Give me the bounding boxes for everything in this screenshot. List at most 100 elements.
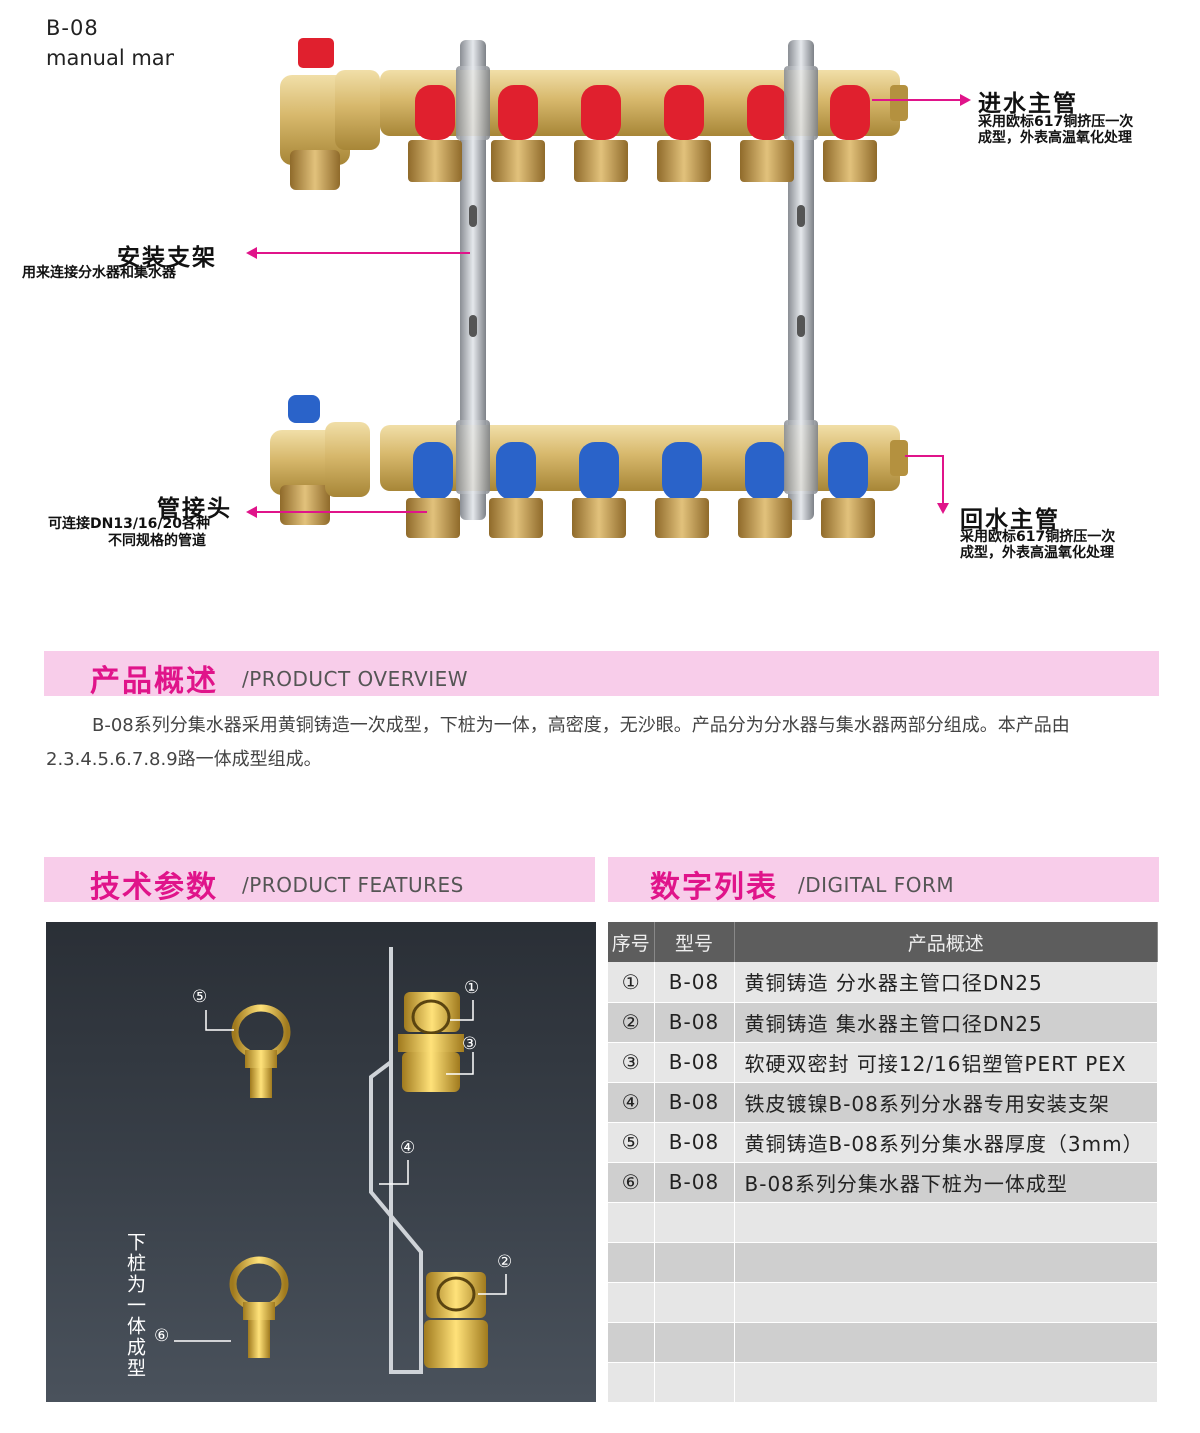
connector-arrow-line [257,511,427,513]
cell-model: B-08 [654,962,735,1003]
cell-no: ③ [608,1042,655,1083]
cell-no: ④ [608,1082,655,1123]
overview-title-cn: 产品概述 [90,664,218,699]
manifold-illustration [270,38,908,538]
cell-desc: B-08系列分集水器下桩为一体成型 [734,1162,1158,1203]
table-row [608,1362,1158,1403]
cell-desc [734,1242,1158,1283]
overview-band: 产品概述 /PRODUCT OVERVIEW [44,651,1159,699]
label-one-piece: 下桩为一体成型 [124,1232,146,1379]
table-header-row: 序号 型号 产品概述 [608,922,1158,962]
label-part-1: ① [464,978,480,998]
overview-text: B-08系列分集水器采用黄铜铸造一次成型，下桩为一体，高密度，无沙眼。产品分为分… [46,715,1070,770]
inlet-arrow-line [872,99,960,101]
bracket-arrow-line [257,252,470,254]
inlet-valves [408,85,877,182]
connector-callout-line2: 不同规格的管道 [108,533,206,549]
cell-no [608,1202,655,1243]
return-callout-line1: 采用欧标617铜挤压一次 [960,529,1116,545]
part-2-assembly [424,1272,488,1368]
inlet-callout-line2: 成型，外表高温氧化处理 [978,130,1132,146]
cell-model: B-08 [654,1042,735,1083]
cell-model [654,1362,735,1403]
cell-desc: 软硬双密封 可接12/16铝塑管PERT PEX [734,1042,1158,1083]
cell-desc: 黄铜铸造B-08系列分集水器厚度（3mm） [734,1122,1158,1163]
bracket-callout-title: 安装支架 [117,245,217,271]
cell-model: B-08 [654,1162,735,1203]
part-1-3-assembly [398,992,464,1092]
label-part-5: ⑤ [192,987,208,1007]
cell-model [654,1202,735,1243]
bracket-right [788,40,814,520]
features-band: 技术参数 /PRODUCT FEATURES [44,857,595,905]
cell-model [654,1322,735,1363]
bracket-left [460,40,486,520]
inlet-callout-line1: 采用欧标617铜挤压一次 [978,114,1134,130]
header-no: 序号 [608,922,655,962]
connector-callout-title: 管接头 [157,496,232,522]
inlet-arrow-head [960,94,971,106]
return-arrow-line-v [942,455,944,503]
table-row [608,1242,1158,1283]
model-subtitle: manual manifold [46,46,174,70]
model-code: B-08 [46,16,99,40]
inlet-callout-title: 进水主管 [978,91,1078,117]
features-title-en: /PRODUCT FEATURES [242,873,464,897]
label-part-3: ③ [462,1034,478,1054]
cell-desc: 黄铜铸造 分水器主管口径DN25 [734,962,1158,1003]
cell-no [608,1322,655,1363]
return-callout-title: 回水主管 [960,507,1060,533]
bracket-arrow-head [246,247,257,259]
cell-desc [734,1202,1158,1243]
overview-title-en: /PRODUCT OVERVIEW [242,667,469,691]
cell-model: B-08 [654,1082,735,1123]
cell-model: B-08 [654,1122,735,1163]
cell-model: B-08 [654,1002,735,1043]
cell-desc: 黄铜铸造 集水器主管口径DN25 [734,1002,1158,1043]
cell-model [654,1242,735,1283]
features-diagram [174,947,507,1374]
part-5-ring [231,1004,291,1098]
return-arrow-head [937,503,949,514]
return-valves [406,442,875,538]
table-row [608,1282,1158,1323]
header-model: 型号 [654,922,735,962]
features-panel: ⑤ ① ③ ④ ② ⑥ 下桩为一体成型 [46,922,596,1402]
cell-model [654,1282,735,1323]
cell-no: ⑥ [608,1162,655,1203]
digital-title-cn: 数字列表 [650,870,778,905]
cell-desc [734,1282,1158,1323]
cell-no: ⑤ [608,1122,655,1163]
part-6-ring [229,1256,289,1358]
features-title-cn: 技术参数 [90,870,218,905]
cell-no: ② [608,1002,655,1043]
cell-no [608,1282,655,1323]
part-4-bracket [369,947,423,1374]
label-part-6: ⑥ [154,1326,170,1346]
connector-callout-line1: 可连接DN13/16/20各种 [48,516,211,532]
table-row [608,1322,1158,1363]
return-arrow-line-h [905,455,943,457]
cell-desc [734,1362,1158,1403]
cell-desc [734,1322,1158,1363]
cell-no [608,1362,655,1403]
return-callout-line2: 成型，外表高温氧化处理 [960,545,1114,561]
cell-desc: 铁皮镀镍B-08系列分水器专用安装支架 [734,1082,1158,1123]
table-row [608,1202,1158,1243]
connector-arrow-head [246,506,257,518]
header-desc: 产品概述 [734,922,1158,962]
bracket-callout-line1: 用来连接分水器和集水器 [22,265,176,281]
digital-title-en: /DIGITAL FORM [798,873,955,897]
digital-band: 数字列表 /DIGITAL FORM [608,857,1159,905]
label-part-4: ④ [400,1138,416,1158]
cell-no: ① [608,962,655,1003]
cell-no [608,1242,655,1283]
label-part-2: ② [497,1252,513,1272]
